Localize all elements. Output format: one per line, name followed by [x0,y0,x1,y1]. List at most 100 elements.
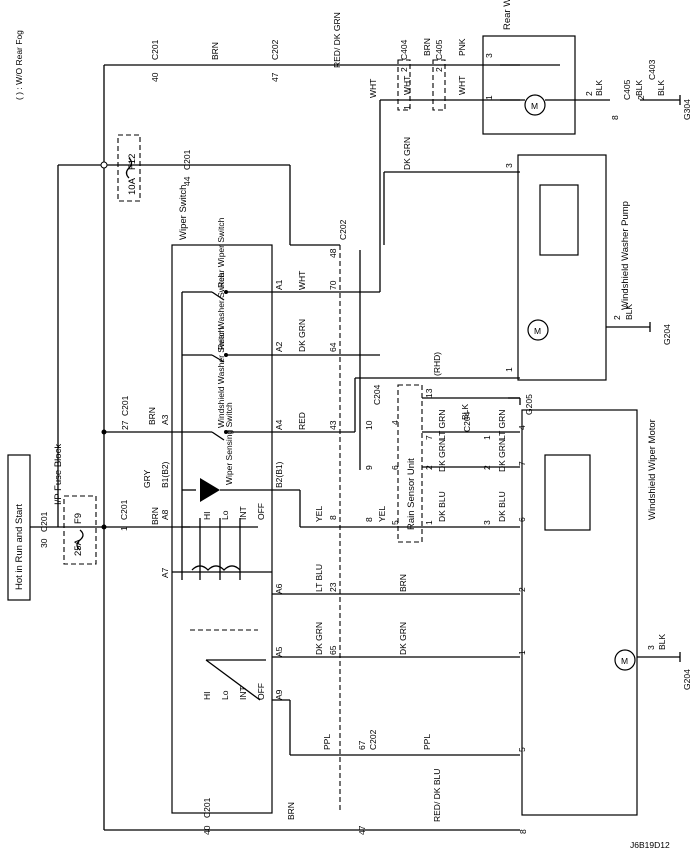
rain-sensor-label: Rain Sensor Unit [406,458,417,530]
svg-text:C202: C202 [270,39,280,60]
svg-text:3: 3 [646,645,656,650]
svg-text:2: 2 [636,95,646,100]
svg-text:2: 2 [434,67,444,72]
svg-text:2: 2 [584,91,594,96]
svg-text:1: 1 [402,105,412,110]
svg-text:13: 13 [424,388,434,398]
svg-text:M: M [621,656,628,666]
svg-text:DK BLU: DK BLU [437,491,447,522]
svg-text:C405: C405 [434,39,444,60]
svg-text:2: 2 [612,315,622,320]
svg-text:RED/ DK BLU: RED/ DK BLU [432,769,442,822]
svg-text:BRN: BRN [150,507,160,525]
svg-text:3: 3 [504,163,514,168]
washer-pump-label: Windshield Washer Pump [620,201,631,310]
wiper-switch-box [171,244,273,814]
svg-text:C201: C201 [119,499,129,520]
rain-sensor-unit-box [397,384,423,543]
svg-text:A8: A8 [160,509,170,520]
svg-text:3: 3 [484,53,494,58]
svg-text:DK GRN: DK GRN [497,439,507,472]
fuse-f9-id: F9 [73,513,84,524]
rear-wiper-motor-box [482,35,576,135]
svg-text:WHT: WHT [402,76,412,95]
windshield-wiper-motor-box [521,409,638,816]
wiper-mode-switch: HI Lo INT OFF A8 A7 [160,503,272,631]
svg-text:C201: C201 [120,395,130,416]
svg-text:HI: HI [202,692,212,701]
svg-text:INT: INT [238,686,248,700]
svg-text:BRN: BRN [210,42,220,60]
svg-text:BRN: BRN [398,574,408,592]
rear-wiper-motor-label: Rear Wiper Motor [502,0,513,30]
svg-text:9: 9 [364,465,374,470]
svg-text:1: 1 [484,95,494,100]
svg-text:1: 1 [119,526,129,531]
svg-text:5: 5 [390,520,400,525]
svg-text:LT BLU: LT BLU [314,564,324,592]
svg-text:Wiper Sensing Switch: Wiper Sensing Switch [224,402,234,485]
svg-text:Windshield Washer Switch: Windshield Washer Switch [216,327,226,428]
svg-text:G205: G205 [524,394,534,415]
svg-text:INT: INT [238,506,248,520]
svg-text:BLK: BLK [634,80,644,96]
svg-text:BRN: BRN [147,407,157,425]
svg-text:23: 23 [328,582,338,592]
windshield-wiper-motor-label: Windshield Wiper Motor [647,419,658,520]
fuse-block: I/P Fuse Block F9 25A F12 10A [53,134,141,565]
svg-text:M: M [534,326,541,336]
svg-text:B2(B1): B2(B1) [274,461,284,488]
diagram-id: J6B19D12 [630,840,670,850]
svg-text:10: 10 [364,420,374,430]
svg-text:2: 2 [399,67,409,72]
svg-text:8: 8 [364,517,374,522]
svg-text:C204: C204 [462,411,472,432]
svg-text:48: 48 [328,248,338,258]
svg-text:PNK: PNK [457,38,467,56]
svg-text:DK GRN: DK GRN [402,137,412,170]
wiper-speed-switch: HI Lo INT OFF [202,659,266,701]
svg-text:40: 40 [202,825,212,835]
power-source: Hot in Run and Start [7,454,31,601]
wiper-switch-label: Wiper Switch [178,185,189,240]
fuse-f9-amps: 25A [73,538,84,556]
svg-text:WHT: WHT [297,271,307,290]
svg-text:BLK: BLK [460,404,470,420]
svg-text:LT GRN: LT GRN [497,410,507,440]
washer-pump-box [517,154,607,381]
windshield-washer-switch: Windshield Washer Switch A4 RED 43 [182,327,338,441]
svg-text:OFF: OFF [256,683,266,700]
svg-text:A1: A1 [274,279,284,290]
svg-text:WHT: WHT [457,76,467,95]
wiper-sensing-switch: Wiper Sensing Switch GRY B1(B2) B2(B1) [142,402,284,502]
svg-text:M: M [531,101,538,111]
wiper-motor-icon [614,649,636,671]
svg-text:A5: A5 [274,646,284,657]
svg-text:LT GRN: LT GRN [437,410,447,440]
svg-text:C403: C403 [647,59,657,80]
svg-text:RED: RED [297,412,307,430]
svg-text:44: 44 [182,176,192,186]
svg-text:1: 1 [424,520,434,525]
svg-text:(RHD): (RHD) [432,352,442,376]
svg-text:BRN: BRN [422,38,432,56]
svg-text:40: 40 [150,72,160,82]
svg-text:WHT: WHT [368,79,378,98]
svg-text:67: 67 [357,740,367,750]
svg-text:27: 27 [120,420,130,430]
svg-text:DK GRN: DK GRN [314,622,324,655]
svg-text:A3: A3 [160,414,170,425]
svg-text:Rear Wiper Switch: Rear Wiper Switch [216,217,226,288]
svg-text:4: 4 [390,420,400,425]
svg-text:YEL: YEL [314,506,324,522]
svg-text:BLK: BLK [656,80,666,96]
svg-text:47: 47 [357,825,367,835]
svg-text:DK BLU: DK BLU [497,491,507,522]
svg-text:DK GRN: DK GRN [297,319,307,352]
fuse-f12-id: F12 [127,154,138,170]
svg-text:A9: A9 [274,689,284,700]
svg-text:8: 8 [610,115,620,120]
svg-text:C201: C201 [39,511,49,532]
svg-text:64: 64 [328,342,338,352]
svg-text:7: 7 [424,435,434,440]
